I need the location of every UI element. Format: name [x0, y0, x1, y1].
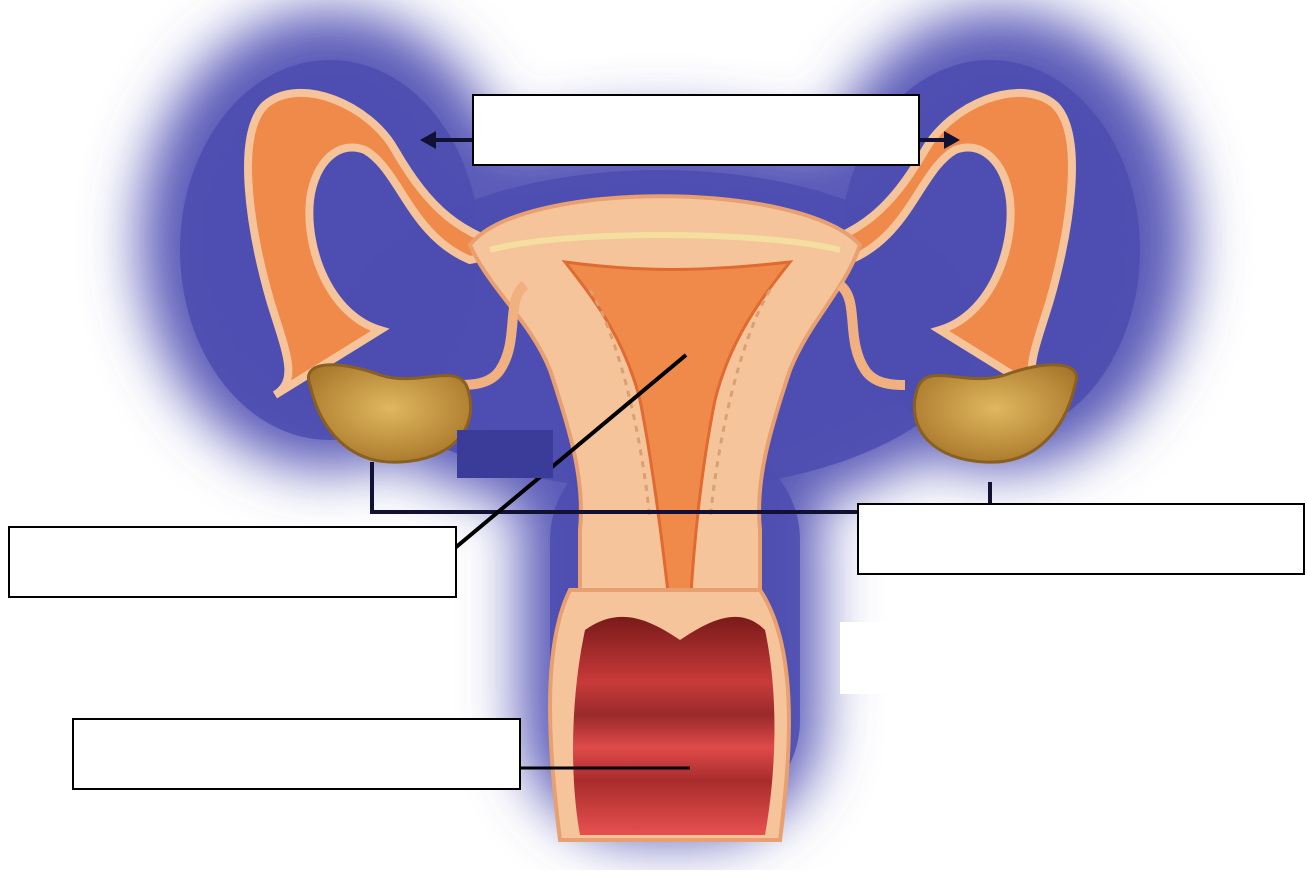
- ovary-label-box[interactable]: [857, 503, 1305, 575]
- uterus-label-box[interactable]: [8, 526, 457, 598]
- vaginal-canal: [573, 617, 774, 835]
- covered-label: [457, 430, 553, 478]
- cervix-label-area: [840, 622, 1280, 694]
- vagina-label-box[interactable]: [72, 718, 521, 790]
- fallopian-tube-label-box[interactable]: [472, 94, 920, 166]
